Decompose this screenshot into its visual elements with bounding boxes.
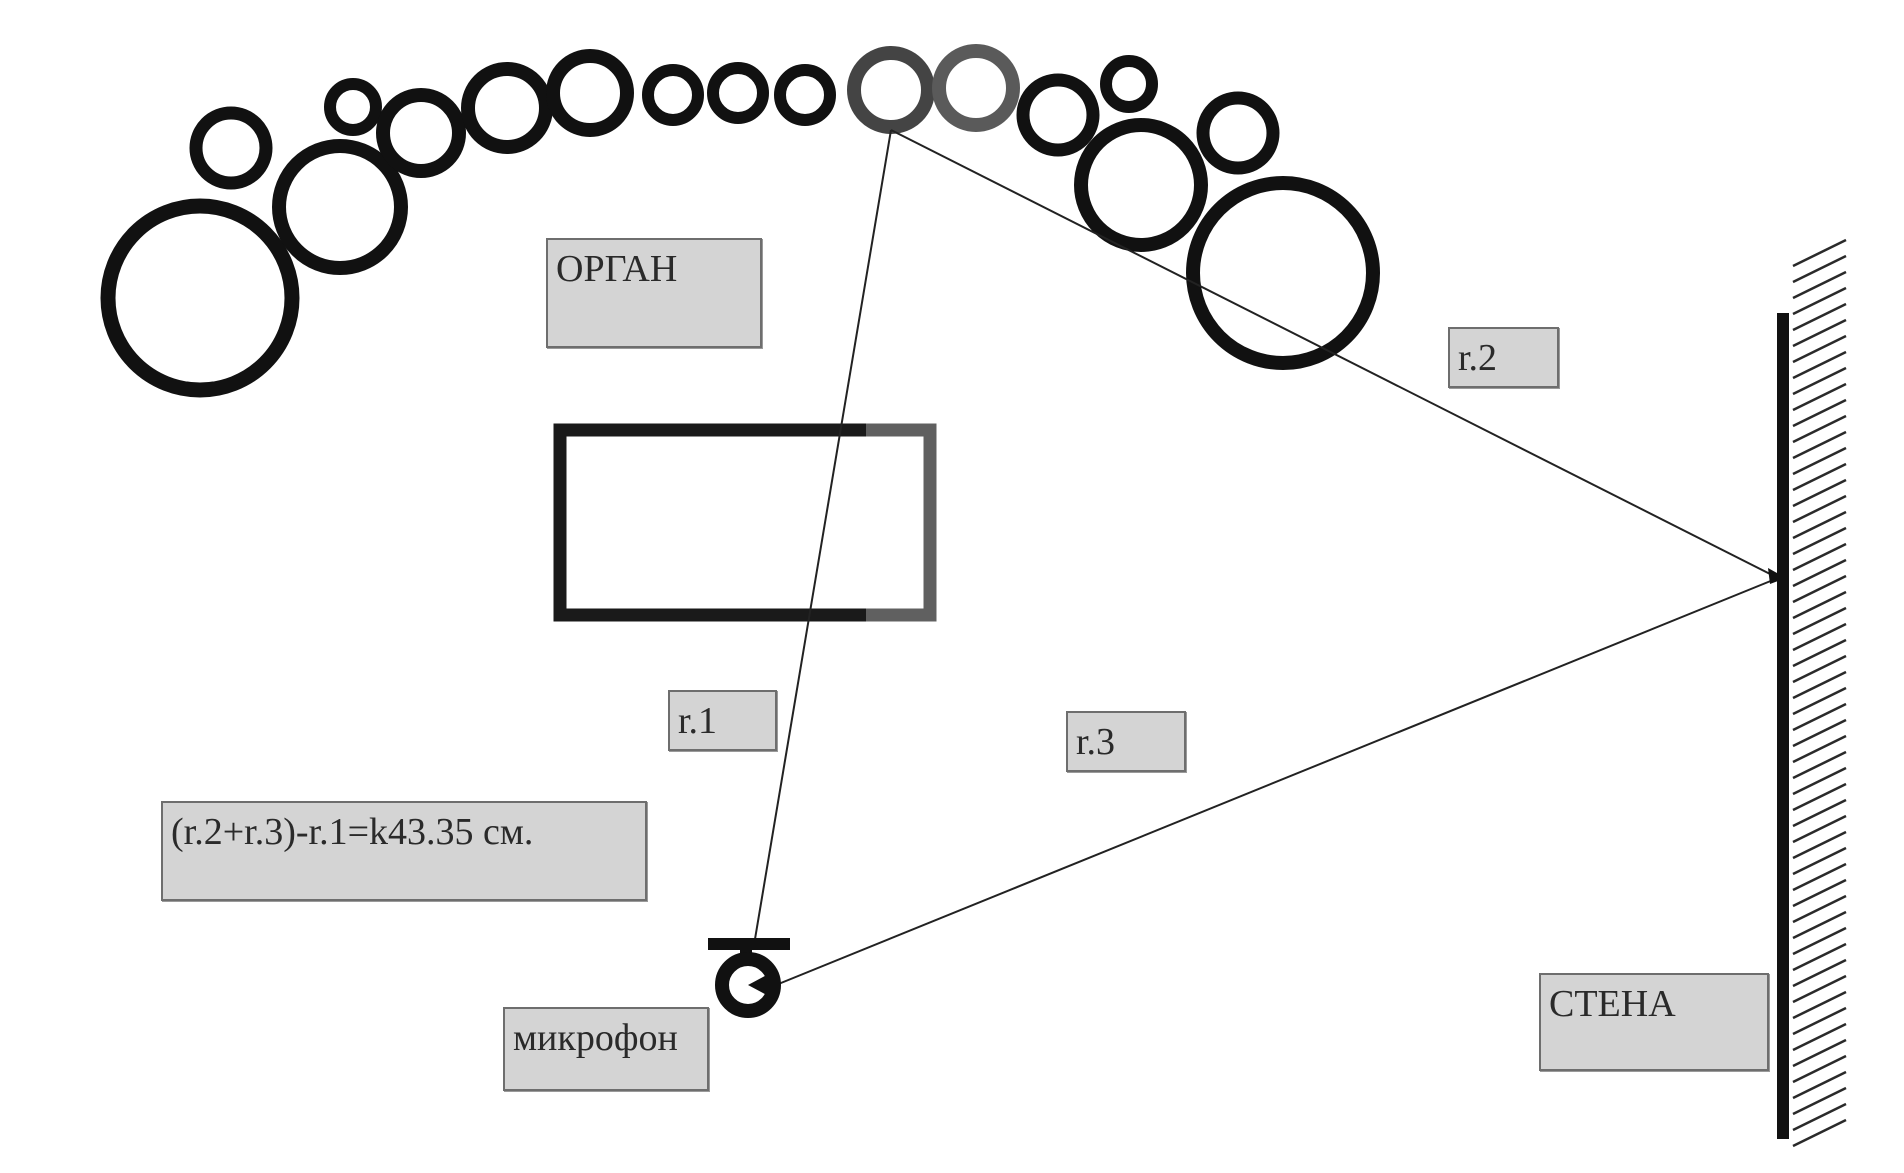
hatch-line — [1792, 302, 1847, 332]
organ-pipe — [272, 139, 408, 275]
hatch-line — [1792, 1038, 1847, 1068]
label-r2: r.2 — [1448, 327, 1559, 388]
hatch-line — [1792, 1118, 1847, 1148]
hatch-line — [1792, 1070, 1847, 1100]
label-r3: r.3 — [1066, 711, 1186, 772]
hatch-line — [1792, 734, 1847, 764]
label-microphone: микрофон — [503, 1007, 709, 1091]
hatch-line — [1792, 974, 1847, 1004]
hatch-line — [1792, 926, 1847, 956]
hatch-line — [1792, 414, 1847, 444]
hatch-line — [1792, 622, 1847, 652]
organ-pipe — [1196, 91, 1280, 175]
sound-paths — [753, 129, 1779, 986]
hatch-line — [1792, 1006, 1847, 1036]
hatch-line — [1792, 286, 1847, 316]
hatch-line — [1792, 510, 1847, 540]
hatch-line — [1792, 846, 1847, 876]
hatch-line — [1792, 686, 1847, 716]
hatch-line — [1792, 1022, 1847, 1052]
hatch-line — [1792, 782, 1847, 812]
hatch-line — [1792, 766, 1847, 796]
hatch-line — [1792, 462, 1847, 492]
organ-pipe — [324, 78, 382, 136]
hatch-line — [1792, 718, 1847, 748]
organ-pipe — [707, 62, 769, 124]
hatch-line — [1792, 430, 1847, 460]
hatch-line — [1792, 318, 1847, 348]
hatch-line — [1792, 606, 1847, 636]
label-r1: r.1 — [668, 690, 777, 751]
organ-pipe — [932, 44, 1020, 132]
hatch-line — [1792, 958, 1847, 988]
hatch-line — [1792, 670, 1847, 700]
wall-line — [1777, 313, 1789, 1139]
label-wall: СТЕНА — [1539, 973, 1769, 1071]
hatch-line — [1792, 798, 1847, 828]
path-r1 — [753, 129, 892, 946]
microphone-icon — [708, 938, 790, 1018]
hatch-line — [1792, 830, 1847, 860]
organ-pipes — [100, 44, 1380, 398]
path-r2 — [890, 129, 1779, 579]
organ-pipe — [1016, 73, 1100, 157]
label-organ: ОРГАН — [546, 238, 762, 348]
formula-label: (r.2+r.3)-r.1=k43.35 см. — [161, 801, 647, 901]
organ-pipe — [461, 62, 553, 154]
hatch-line — [1792, 1102, 1847, 1132]
hatch-line — [1792, 942, 1847, 972]
hatch-line — [1792, 750, 1847, 780]
hatch-line — [1792, 814, 1847, 844]
hatch-line — [1792, 526, 1847, 556]
hatch-line — [1792, 478, 1847, 508]
hatch-line — [1792, 494, 1847, 524]
hatch-line — [1792, 894, 1847, 924]
organ-pipe — [1074, 118, 1208, 252]
organ-pipe — [642, 64, 704, 126]
hatch-line — [1792, 254, 1847, 284]
hatch-line — [1792, 990, 1847, 1020]
console-rectangle — [553, 423, 937, 622]
hatch-line — [1792, 1054, 1847, 1084]
hatch-line — [1792, 654, 1847, 684]
hatch-line — [1792, 878, 1847, 908]
hatch-line — [1792, 238, 1847, 268]
organ-pipe — [774, 64, 836, 126]
hatch-line — [1792, 366, 1847, 396]
organ-pipe — [376, 88, 466, 178]
hatch-line — [1792, 574, 1847, 604]
hatch-line — [1792, 702, 1847, 732]
organ-pipe — [1100, 55, 1158, 113]
hatch-line — [1792, 910, 1847, 940]
organ-pipe — [100, 198, 300, 398]
organ-pipe — [546, 49, 634, 137]
hatch-line — [1792, 862, 1847, 892]
hatch-line — [1792, 350, 1847, 380]
hatch-line — [1792, 446, 1847, 476]
path-r3 — [775, 577, 1779, 986]
wall — [1777, 238, 1847, 1148]
hatch-line — [1792, 398, 1847, 428]
hatch-line — [1792, 558, 1847, 588]
hatch-line — [1792, 590, 1847, 620]
hatch-line — [1792, 542, 1847, 572]
organ-pipe — [1186, 176, 1380, 370]
organ-pipe — [189, 106, 273, 190]
hatch-line — [1792, 270, 1847, 300]
organ-pipe — [847, 46, 935, 134]
hatch-line — [1792, 382, 1847, 412]
hatch-line — [1792, 638, 1847, 668]
wall-hatching — [1792, 238, 1847, 1148]
hatch-line — [1792, 334, 1847, 364]
hatch-line — [1792, 1086, 1847, 1116]
